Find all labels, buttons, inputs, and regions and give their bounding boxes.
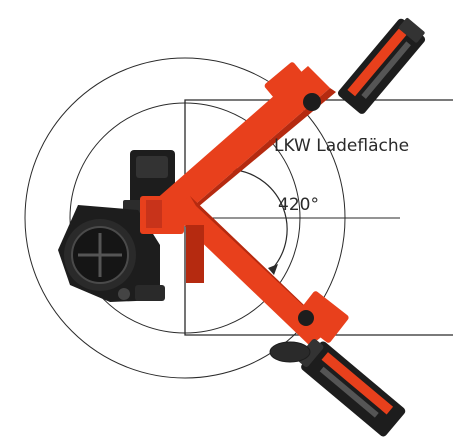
upper-attachment [338,18,426,114]
swing-angle-label: 420° [278,195,319,215]
lower-crane-arm [168,196,349,346]
lower-attachment [297,338,406,437]
rotation-hub [140,196,184,234]
crane-base [58,150,175,302]
lower-roller [269,341,311,363]
truck-bed-label: LKW Ladefläche [274,136,410,156]
angle-arc [235,169,288,269]
arc-arrowhead-bottom [268,264,278,275]
upper-crane-arm [146,62,336,228]
